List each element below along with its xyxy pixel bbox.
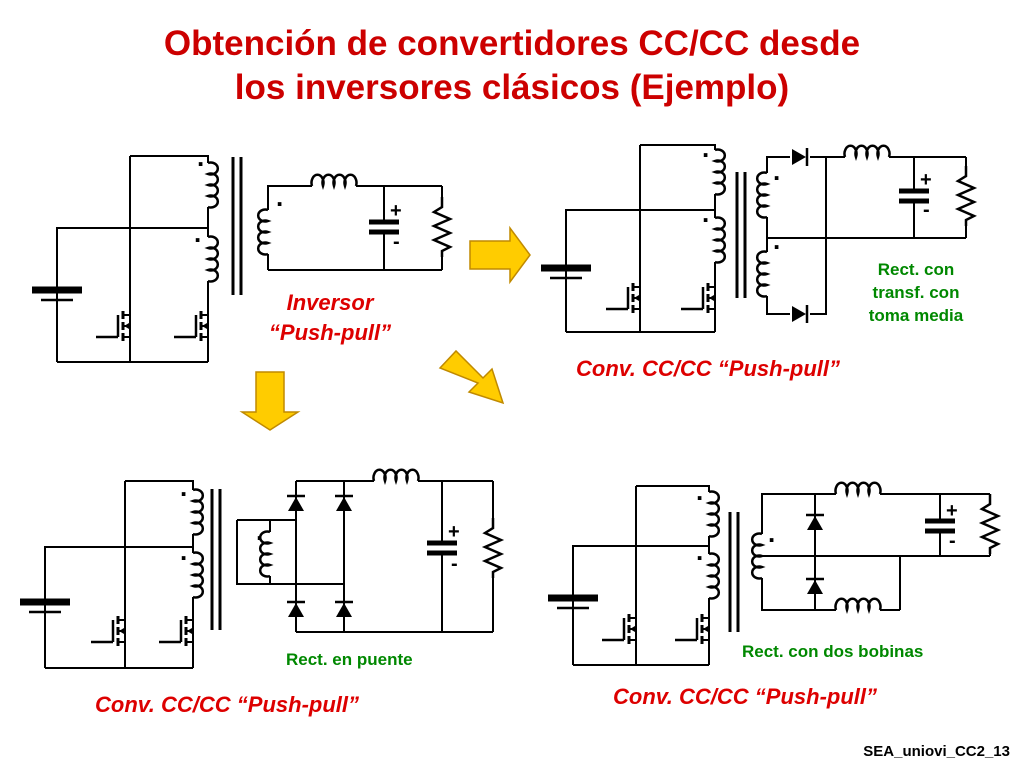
dot-mark: .	[194, 218, 201, 248]
inverter-label-line-1: Inversor	[286, 290, 374, 315]
dot-mark: .	[773, 156, 780, 186]
dot-mark: .	[696, 476, 703, 506]
title-line-2: los inversores clásicos (Ejemplo)	[234, 68, 790, 107]
plus-sign: +	[946, 500, 958, 522]
dot-mark: .	[180, 472, 187, 502]
dot-mark: .	[197, 142, 204, 172]
converter-title-top-right: Conv. CC/CC “Push-pull”	[576, 356, 840, 381]
arrow-down-icon	[239, 371, 301, 431]
dot-mark: .	[773, 225, 780, 255]
converter-bridge-circuit	[44, 480, 494, 669]
dot-mark: .	[696, 536, 703, 566]
center-tap-note-line-1: Rect. con	[877, 260, 955, 279]
center-tap-note-line-2: transf. con	[872, 283, 960, 302]
converter-center-tap-circuit	[565, 144, 967, 333]
slide-title: Obtención de convertidores CC/CC desde l…	[0, 22, 1024, 110]
dot-mark: .	[702, 133, 709, 163]
dot-mark: .	[702, 198, 709, 228]
center-tap-note: Rect. con transf. con toma media	[846, 258, 986, 327]
center-tap-note-line-3: toma media	[868, 306, 964, 325]
minus-sign: -	[923, 199, 930, 221]
arrow-diagonal-icon	[438, 349, 505, 405]
inverter-label-line-2: “Push-pull”	[268, 320, 392, 345]
converter-title-bottom-left: Conv. CC/CC “Push-pull”	[95, 692, 359, 717]
slide-footer: SEA_uniovi_CC2_13	[863, 743, 1010, 760]
minus-sign: -	[393, 231, 400, 253]
bridge-note: Rect. en puente	[286, 650, 413, 669]
dot-mark: .	[768, 518, 775, 548]
inverter-label: Inversor “Push-pull”	[268, 288, 392, 348]
plus-sign: +	[390, 200, 402, 222]
inverter-circuit	[56, 155, 443, 363]
title-line-1: Obtención de convertidores CC/CC desde	[163, 24, 861, 63]
dot-mark: .	[256, 516, 263, 546]
dot-mark: .	[180, 536, 187, 566]
minus-sign: -	[451, 553, 458, 575]
two-coil-note: Rect. con dos bobinas	[742, 642, 924, 661]
arrow-right-icon	[469, 225, 531, 285]
minus-sign: -	[949, 530, 956, 552]
plus-sign: +	[920, 169, 932, 191]
converter-two-coil-circuit	[572, 485, 991, 666]
dot-mark: .	[276, 182, 283, 212]
plus-sign: +	[448, 521, 460, 543]
converter-title-bottom-right: Conv. CC/CC “Push-pull”	[613, 684, 877, 709]
